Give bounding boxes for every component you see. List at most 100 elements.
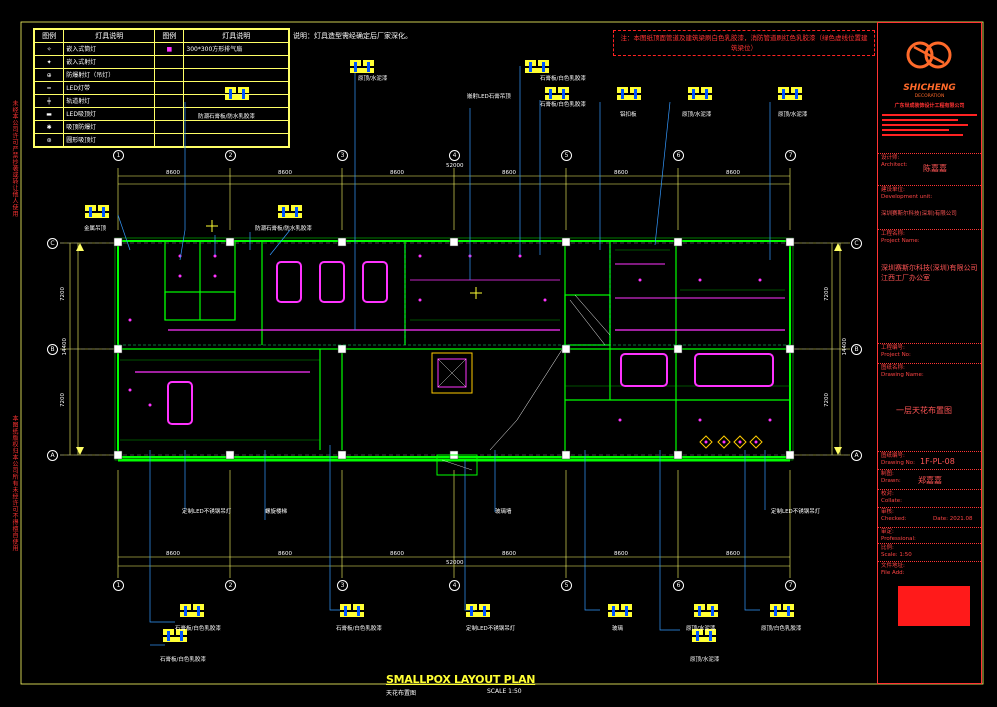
dev-label: 建设单位: Development unit: [881,187,933,200]
grid-bubble: 4 [449,580,460,591]
drawing-name: 一层天花布置图 [896,406,952,415]
dimension-label: 14400 [62,338,68,356]
callout-label: 螺旋楼梯 [265,509,288,515]
legend-row: ✧嵌入式筒灯■300*300方形排气扇 [33,42,289,56]
dimension-label: 7200 [60,393,66,407]
dimension-label: 8600 [502,551,516,557]
file-label: 文件地址: File Add: [881,563,905,576]
dimension-label: 7200 [60,287,66,301]
side-note-bottom: 本图纸版权归本公司所有未经许可不得擅自使用 [11,415,18,552]
drawn-value: 郑嘉嘉 [918,476,942,485]
fixture-tag-icon [340,604,366,618]
callout-label: 原顶/水泥漆 [690,657,720,663]
brand-sub: DECORATION [914,94,945,99]
dimension-label: 8600 [166,551,180,557]
fixture-tag-icon [688,87,714,101]
grid-bubble: 4 [449,150,460,161]
dev-value: 深圳赛斯尔科技(深圳)有限公司 [881,211,957,217]
drawing-no: 1F-PL-08 [920,457,955,466]
grid-bubble: 3 [337,580,348,591]
legend-row: ⊛圆形吸顶灯 [33,133,289,147]
dimension-label: 8600 [502,170,516,176]
legend-label: 圆形吸顶灯 [63,133,156,147]
drawing-no-label: 图纸编号: Drawing No: [881,453,915,466]
approve-label: 审定: Professional: [881,529,916,542]
callout-label: 定制LED不锈钢吊灯 [466,626,516,632]
grid-bubble: 7 [785,580,796,591]
fixture-tag-icon [770,604,796,618]
designer-value: 陈嘉嘉 [923,164,947,173]
project-value: 深圳赛斯尔科技(深圳)有限公司江西工厂办公室 [881,264,978,282]
callout-label: 金属吊顶 [84,226,107,232]
dimension-label: 8600 [726,551,740,557]
callout-label: 原顶/水泥漆 [682,112,712,118]
top-dimension [117,168,791,230]
legend-symbol [154,133,185,147]
legend-row: ━LED灯带 [33,81,289,95]
callout-label: 石膏板/白色乳胶漆 [540,76,586,82]
grid-bubble: B [851,344,862,355]
project-label: 工程名称: Project Name: [881,231,920,244]
legend-row: ▬LED吸顶灯 [33,107,289,121]
grid-bubble: A [851,450,862,461]
drawing-title: SMALLPOX LAYOUT PLAN [386,673,536,686]
grid-bubble: C [47,238,58,249]
callout-label: 石膏板/白色乳胶漆 [160,657,206,663]
fixture-tag-icon [85,205,111,219]
review-label: 审核: Checked: [881,509,907,522]
downlights [128,254,772,422]
grid-bubble: A [47,450,58,461]
drawn-label: 制图: Drawn: [881,471,901,484]
compass-symbol [206,220,218,232]
dimension-label: 8600 [278,551,292,557]
ceiling-fixtures [135,261,785,425]
entrance [436,454,478,476]
legend-row: ✱吸顶防爆灯 [33,120,289,134]
check-label: 校对: Collate: [881,491,903,504]
dimension-label: 8600 [614,170,628,176]
leader-lines [117,66,771,646]
callout-label: 玻璃 [612,626,624,632]
callout-label: 石膏板/白色乳胶漆 [540,102,586,108]
title-block: SHICHENG DECORATION 广东世成装饰设计工程有限公司 设计师: … [877,22,982,684]
callout-label: 原顶/水泥漆 [358,76,388,82]
callout-label: 石膏板/白色乳胶漆 [336,626,382,632]
callout-label: 玻璃墙 [495,509,512,515]
diamond-fixtures [699,435,763,449]
fixture-tag-icon [278,205,304,219]
dimension-label: 8600 [614,551,628,557]
callout-label: 防潮石膏板/防水乳胶漆 [198,114,255,120]
project-no-label: 工程编号: Project No: [881,345,911,358]
lighting-note: 说明：灯具造型需经确定后厂家深化。 [293,32,412,40]
red-dashed-note: 注：本图纸顶面管道及建筑梁刷白色乳胶漆，消防管道刷红色乳胶漆（绿色虚线位置建筑梁… [613,30,875,56]
scale-label: 比例: Scale: 1:50 [881,545,912,558]
beam-lines [118,245,790,346]
designer-label: 设计师: Architect: [881,155,908,168]
grid-bubble: 5 [561,580,572,591]
company-contact-block [882,111,977,153]
fixture-tag-icon [608,604,634,618]
drawing-subtitle: 天花布置图 [386,690,417,697]
drawing-frame [20,21,984,685]
grid-bubble: 1 [113,580,124,591]
fixture-tag-icon [350,60,376,74]
grid-bubble: 2 [225,150,236,161]
legend-label [183,133,289,147]
dimension-label: 8600 [726,170,740,176]
bottom-dimension [117,470,791,578]
dimension-label: 8600 [390,551,404,557]
callout-label: 石膏板/白色乳胶漆 [175,626,221,632]
grid-bubble: 2 [225,580,236,591]
dimension-label: 7200 [824,393,830,407]
dimension-label: 8600 [166,170,180,176]
grid-bubble: 6 [673,150,684,161]
grid-bubble: B [47,344,58,355]
drawing-scale: SCALE 1:50 [487,688,522,695]
fixture-tag-icon [692,629,718,643]
company-name: 广东世成装饰设计工程有限公司 [894,103,965,109]
fixture-tag-icon [694,604,720,618]
grid-bubble: 7 [785,150,796,161]
fixture-tag-icon [225,87,251,101]
elevator-core [431,352,473,394]
legend-table: 图例 灯具说明 图例 灯具说明 ✧嵌入式筒灯■300*300方形排气扇✦嵌入式射… [33,28,290,148]
